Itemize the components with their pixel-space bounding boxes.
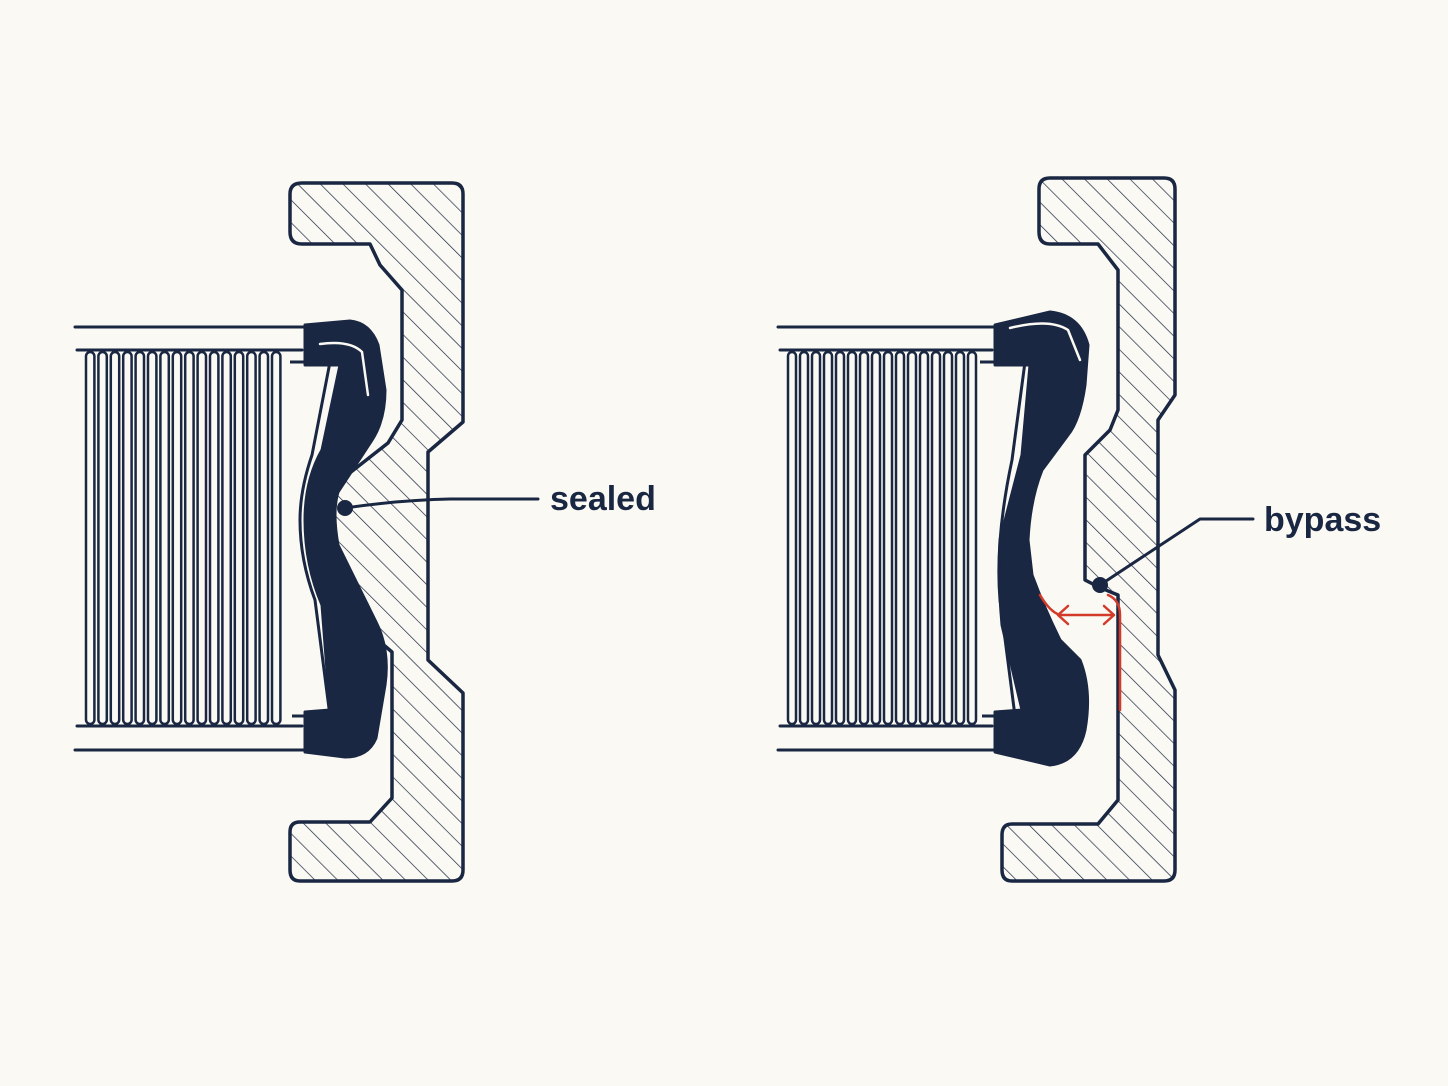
pleat: [183, 350, 195, 726]
pleat: [97, 350, 109, 726]
pleat: [134, 350, 146, 726]
bypass-assembly: bypass: [776, 176, 1381, 883]
pleat: [918, 350, 930, 726]
pleat: [906, 350, 918, 726]
pleat: [146, 350, 158, 726]
pleat: [196, 350, 208, 726]
pleat: [233, 350, 245, 726]
filter-shell-left: [73, 325, 307, 752]
sealed-label: sealed: [550, 480, 656, 518]
bypass-flow-arrow: [1038, 593, 1122, 712]
sealed-leader-line: [343, 497, 540, 510]
housing-section-left: [288, 181, 465, 883]
filter-shell-right: [776, 325, 997, 752]
pleat: [208, 350, 220, 726]
seal-gasket-left: [303, 319, 388, 759]
pleat: [834, 350, 846, 726]
pleat: [221, 350, 233, 726]
bypass-leader-line: [1098, 517, 1255, 587]
filter-pleats-left: [84, 350, 282, 726]
pleat: [870, 350, 882, 726]
pleat: [171, 350, 183, 726]
filter-pleats-right: [786, 350, 978, 726]
pleat: [258, 350, 270, 726]
seal-inner-line-right: [980, 360, 1027, 718]
pleat: [822, 350, 834, 726]
seal-highlight-left: [318, 341, 370, 397]
pleat: [84, 350, 96, 726]
pleat: [159, 350, 171, 726]
pleat: [954, 350, 966, 726]
pleat: [894, 350, 906, 726]
housing-section-right: [1000, 176, 1177, 883]
pleat: [109, 350, 121, 726]
pleat: [786, 350, 798, 726]
pleat: [966, 350, 978, 726]
seal-inner-line-left: [290, 360, 332, 718]
pleat: [810, 350, 822, 726]
pleat: [846, 350, 858, 726]
pleat: [858, 350, 870, 726]
pleat: [121, 350, 133, 726]
pleat: [942, 350, 954, 726]
seal-highlight-right: [1008, 322, 1082, 362]
pleat: [245, 350, 257, 726]
pleat: [882, 350, 894, 726]
sealed-assembly: sealed: [73, 181, 656, 883]
pleat: [930, 350, 942, 726]
bypass-label: bypass: [1264, 501, 1381, 539]
pleat: [798, 350, 810, 726]
pleat: [270, 350, 282, 726]
